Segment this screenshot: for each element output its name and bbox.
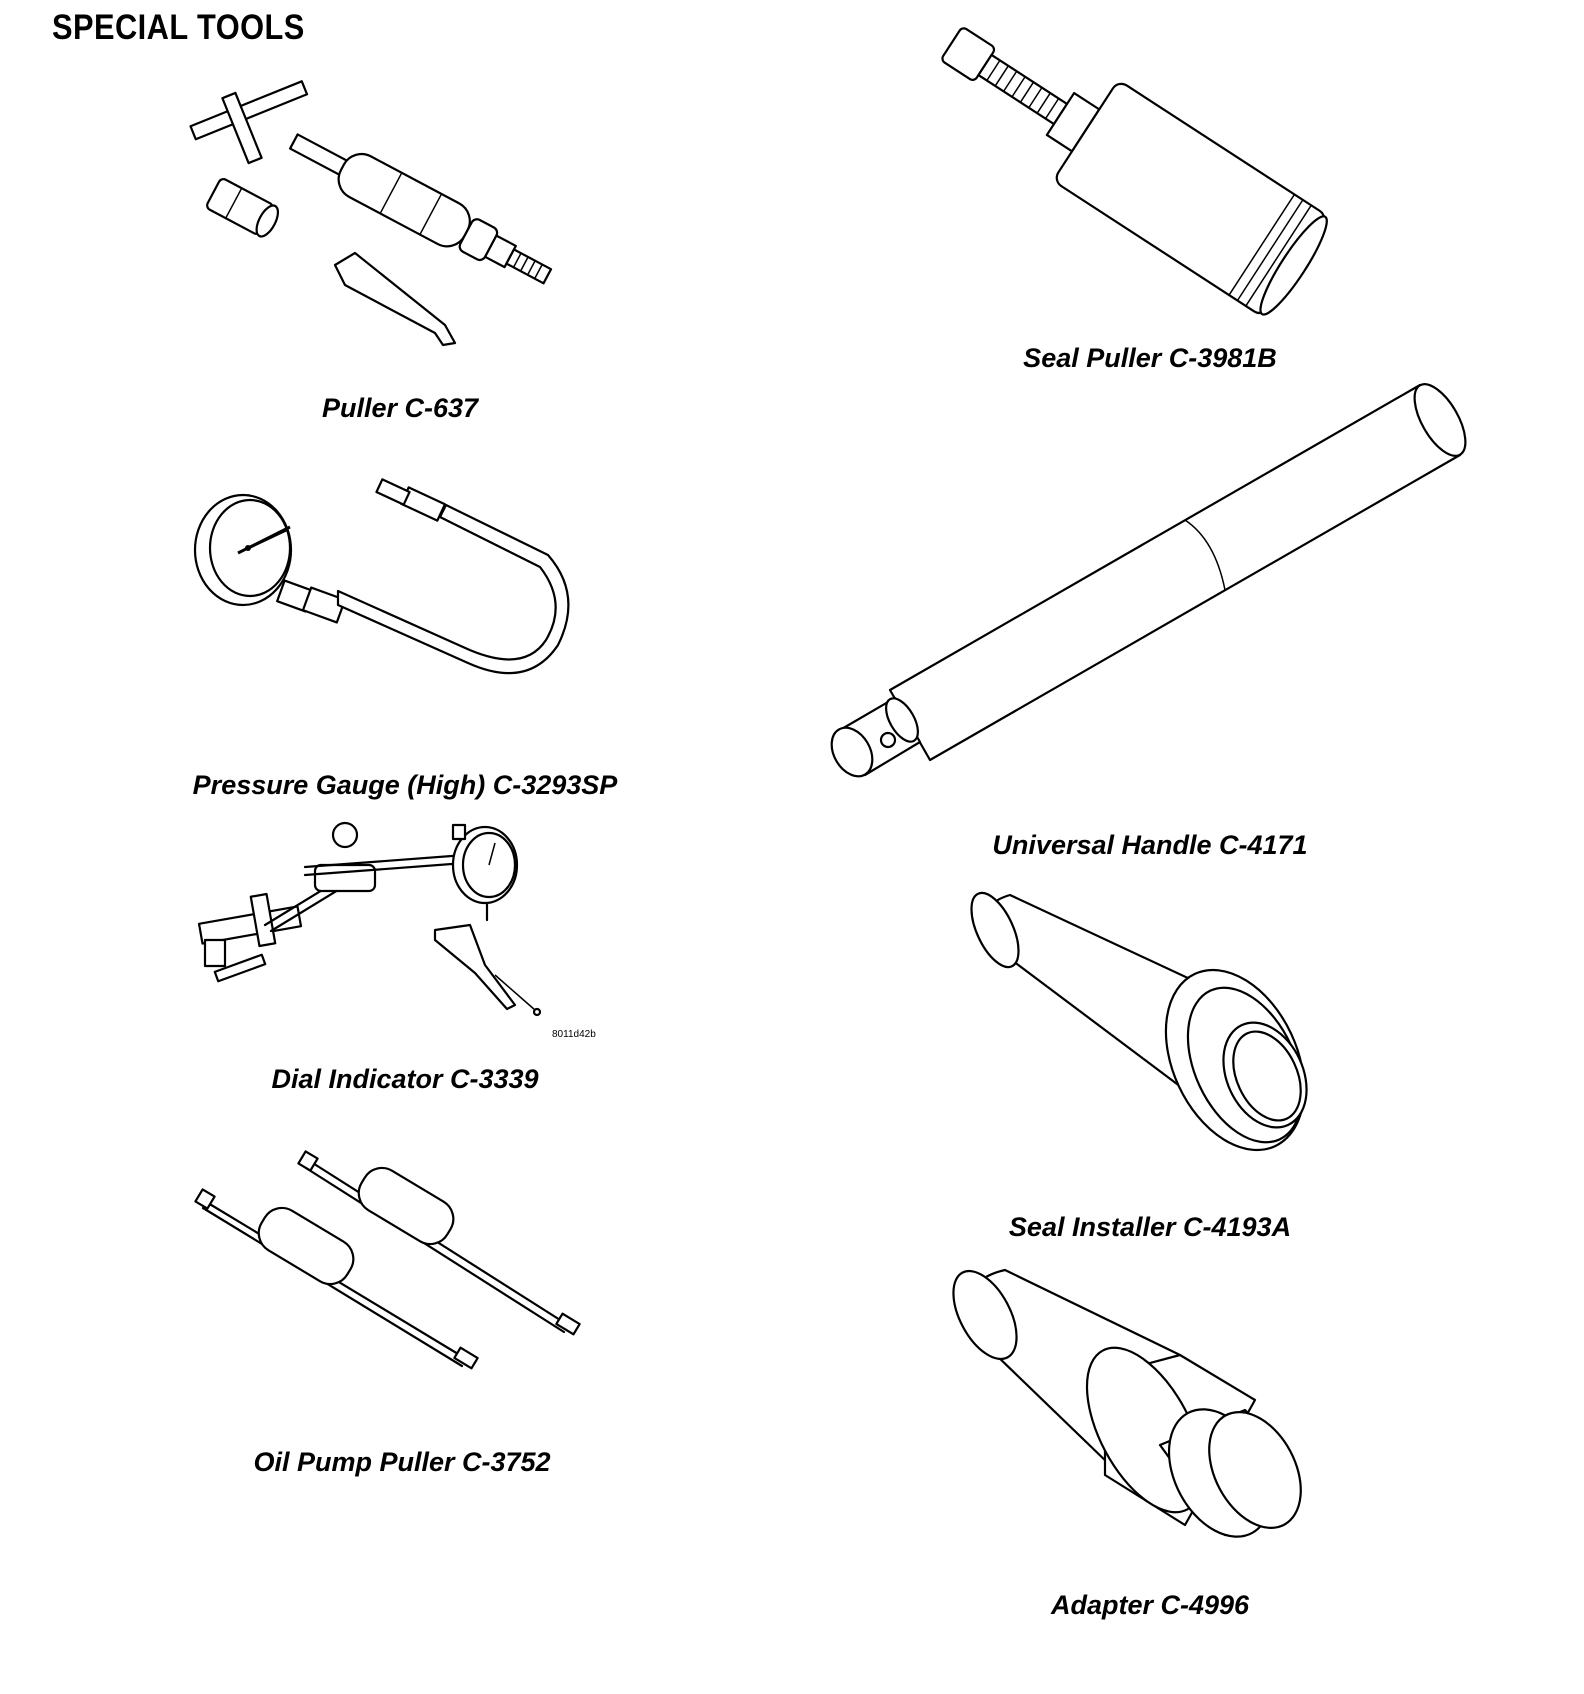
oil-pump-puller-icon xyxy=(198,1160,618,1380)
tool-caption: Seal Installer C-4193A xyxy=(1008,1212,1292,1242)
tool-caption: Universal Handle C-4171 xyxy=(992,830,1308,860)
page-title: SPECIAL TOOLS xyxy=(52,8,305,47)
adapter-icon xyxy=(965,1265,1325,1535)
puller-icon xyxy=(195,75,615,365)
tool-caption: Adapter C-4996 xyxy=(1050,1590,1250,1620)
pressure-gauge-icon xyxy=(198,485,618,705)
universal-handle-icon xyxy=(820,390,1480,810)
seal-installer-icon xyxy=(975,890,1315,1160)
tool-caption: Oil Pump Puller C-3752 xyxy=(253,1447,551,1477)
tool-caption: Puller C-637 xyxy=(321,393,479,423)
tool-caption: Seal Puller C-3981B xyxy=(1023,343,1277,373)
tool-caption: Pressure Gauge (High) C-3293SP xyxy=(192,770,618,800)
dial-indicator-icon xyxy=(195,815,615,1025)
tool-caption: Dial Indicator C-3339 xyxy=(271,1064,539,1094)
seal-puller-icon xyxy=(945,25,1345,295)
figure-code: 8011d42b xyxy=(552,1029,596,1040)
